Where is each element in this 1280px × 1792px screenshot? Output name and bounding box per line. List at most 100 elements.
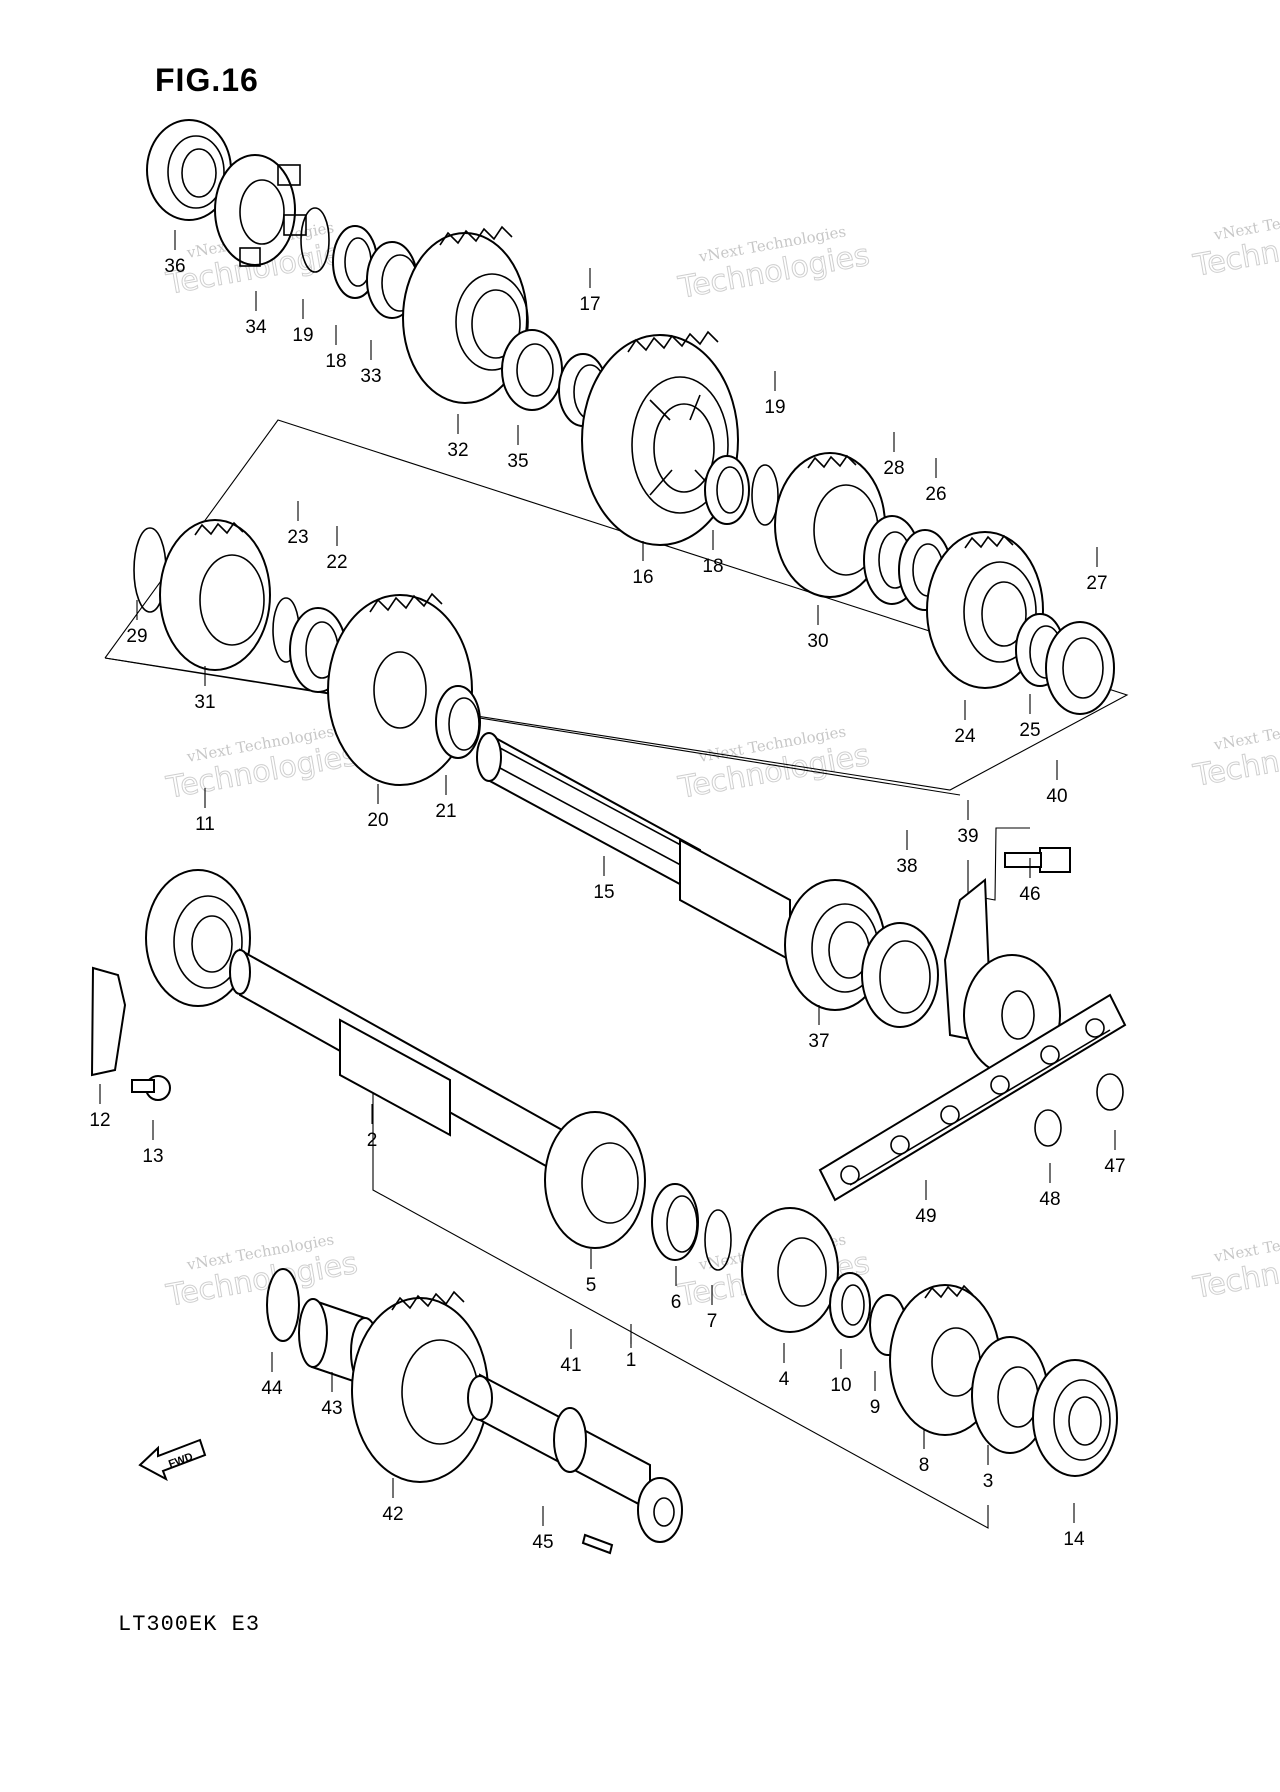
washer-18b	[704, 455, 750, 525]
callout-c19b: 19	[764, 397, 785, 418]
washer-27	[1045, 621, 1115, 715]
callout-c24: 24	[954, 726, 976, 747]
callout-c10: 10	[830, 1375, 851, 1396]
model-code: LT300EK E3	[118, 1612, 261, 1637]
callout-c4: 4	[779, 1369, 790, 1390]
callout-c27: 27	[1086, 573, 1107, 594]
callout-c22: 22	[326, 552, 347, 573]
callout-c37: 37	[808, 1031, 829, 1052]
gear-16	[581, 330, 739, 546]
bracket-line	[104, 657, 961, 796]
plate-12	[90, 966, 127, 1077]
oil-seal-38	[861, 922, 939, 1028]
callout-c30: 30	[807, 631, 828, 652]
callout-c5: 5	[586, 1275, 597, 1296]
callout-c2: 2	[367, 1130, 378, 1151]
clip-47	[1096, 1073, 1124, 1111]
gear-42	[351, 1290, 489, 1483]
fwd-arrow-icon: FWD	[138, 1438, 207, 1482]
bolt-13	[131, 1075, 171, 1101]
callout-c18a: 18	[325, 351, 346, 372]
callout-c1: 1	[626, 1350, 637, 1371]
callout-c16: 16	[632, 567, 653, 588]
gear-20	[327, 592, 473, 786]
callout-c29: 29	[126, 626, 147, 647]
callout-c28: 28	[883, 458, 904, 479]
callout-c18b: 18	[702, 556, 723, 577]
callout-c38: 38	[896, 856, 917, 877]
bearing-11	[145, 869, 251, 1007]
gear-24	[926, 531, 1044, 689]
callout-c12: 12	[89, 1110, 110, 1131]
gear-32	[402, 225, 529, 404]
callout-c14: 14	[1063, 1529, 1085, 1550]
callout-c47: 47	[1104, 1156, 1125, 1177]
callout-c21: 21	[435, 801, 456, 822]
callout-c44: 44	[261, 1378, 283, 1399]
callout-c39: 39	[957, 826, 978, 847]
clip-48	[1034, 1109, 1062, 1147]
callout-c46: 46	[1019, 884, 1040, 905]
pin-45	[581, 1533, 614, 1555]
bushing-21	[435, 685, 481, 759]
circlip-44	[266, 1268, 300, 1342]
callout-c36: 36	[164, 256, 185, 277]
callout-c40: 40	[1046, 786, 1067, 807]
bracket-39-40	[967, 827, 1030, 901]
callout-c15: 15	[593, 882, 614, 903]
callout-c20: 20	[367, 810, 388, 831]
idler-parts	[266, 1268, 683, 1555]
gear-5	[544, 1111, 646, 1249]
bearing-14	[1032, 1359, 1118, 1477]
bushing-6	[651, 1183, 699, 1261]
callout-c34: 34	[245, 317, 267, 338]
callout-c35: 35	[507, 451, 528, 472]
callout-c45: 45	[532, 1532, 553, 1553]
dog-gear-34	[214, 154, 307, 267]
idler-shaft-41	[467, 1373, 683, 1543]
callout-c33: 33	[360, 366, 381, 387]
countershaft-bracket	[104, 419, 1129, 791]
callout-c49: 49	[915, 1206, 936, 1227]
mainshaft-bracket	[372, 1085, 989, 1529]
bracket-lines	[104, 419, 1129, 1529]
callout-c17: 17	[579, 294, 600, 315]
bolt-40	[1004, 847, 1071, 873]
countershaft-parts	[133, 519, 1071, 1076]
gear-31	[159, 519, 271, 671]
callout-c23: 23	[287, 527, 308, 548]
callout-c43: 43	[321, 1398, 342, 1419]
callout-c7: 7	[707, 1311, 718, 1332]
callout-c9: 9	[870, 1397, 881, 1418]
callout-c25: 25	[1019, 720, 1040, 741]
mainshaft-parts	[90, 869, 1118, 1477]
washer-10	[829, 1272, 871, 1338]
bearing-36	[146, 119, 232, 221]
figure-title: FIG.16	[155, 62, 259, 98]
lockwasher-35	[501, 329, 563, 411]
callout-c41: 41	[560, 1355, 581, 1376]
gear-3	[971, 1336, 1049, 1454]
countershaft-15	[476, 732, 791, 962]
callout-c42: 42	[382, 1504, 403, 1525]
callout-c26: 26	[925, 484, 946, 505]
mainshaft-2	[229, 948, 581, 1187]
drive-chain-49	[818, 993, 1127, 1202]
circlip-7	[704, 1209, 732, 1271]
top-row-parts	[146, 119, 1115, 715]
gear-30	[774, 452, 886, 598]
callout-c6: 6	[671, 1292, 682, 1313]
callout-c32: 32	[447, 440, 468, 461]
callout-c8: 8	[919, 1455, 930, 1476]
callout-c19a: 19	[292, 325, 313, 346]
callout-c11: 11	[195, 814, 215, 835]
callout-c3: 3	[983, 1471, 994, 1492]
callout-c31: 31	[194, 692, 215, 713]
callout-c48: 48	[1039, 1189, 1060, 1210]
callout-c13: 13	[142, 1146, 163, 1167]
circlip-19a	[300, 207, 330, 273]
gear-4	[741, 1207, 839, 1333]
circlip-19b	[751, 464, 779, 526]
